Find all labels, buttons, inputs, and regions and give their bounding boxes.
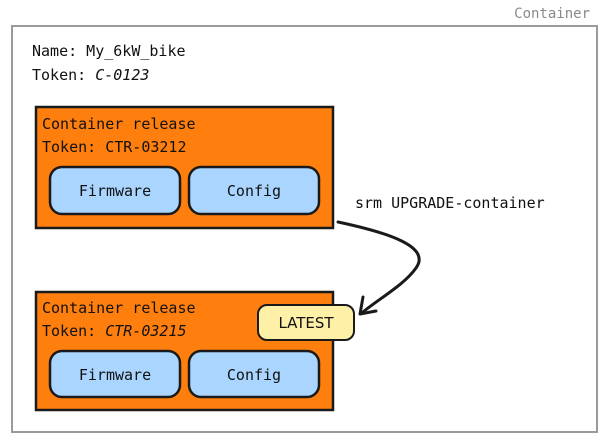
container-token-prefix: Token: bbox=[32, 66, 95, 84]
release-top-firmware-module bbox=[48, 165, 182, 216]
release-bottom-firmware-label: Firmware bbox=[79, 366, 151, 384]
release-bottom: Container release Token: CTR-03215 LATES… bbox=[34, 290, 355, 412]
release-bottom-firmware-module bbox=[48, 349, 182, 399]
upgrade-arrow-line bbox=[336, 220, 421, 314]
latest-badge bbox=[257, 304, 355, 341]
release-top-config-label: Config bbox=[227, 182, 281, 200]
container-token-value: C-0123 bbox=[95, 66, 149, 84]
release-bottom-title: Container release bbox=[42, 299, 196, 317]
release-top-title: Container release bbox=[42, 115, 196, 133]
release-bottom-config-module bbox=[187, 349, 321, 399]
release-bottom-token-prefix: Token: bbox=[42, 322, 105, 340]
container-label: Container bbox=[514, 6, 590, 22]
upgrade-command-label: srm UPGRADE-container bbox=[355, 194, 545, 212]
release-top: Container release Token: CTR-03212 Firmw… bbox=[34, 105, 335, 230]
release-bottom-config-label: Config bbox=[227, 366, 281, 384]
release-top-token: Token: CTR-03212 bbox=[42, 138, 187, 156]
container-name: Name: My_6kW_bike bbox=[32, 42, 186, 60]
release-bottom-token-value: CTR-03215 bbox=[105, 322, 186, 340]
release-bottom-token: Token: CTR-03215 bbox=[42, 322, 187, 340]
upgrade-arrow-head bbox=[358, 295, 378, 316]
release-top-config-module bbox=[187, 165, 321, 216]
latest-badge-label: LATEST bbox=[278, 314, 334, 332]
container-token: Token: C-0123 bbox=[32, 66, 149, 84]
release-top-firmware-label: Firmware bbox=[79, 182, 151, 200]
